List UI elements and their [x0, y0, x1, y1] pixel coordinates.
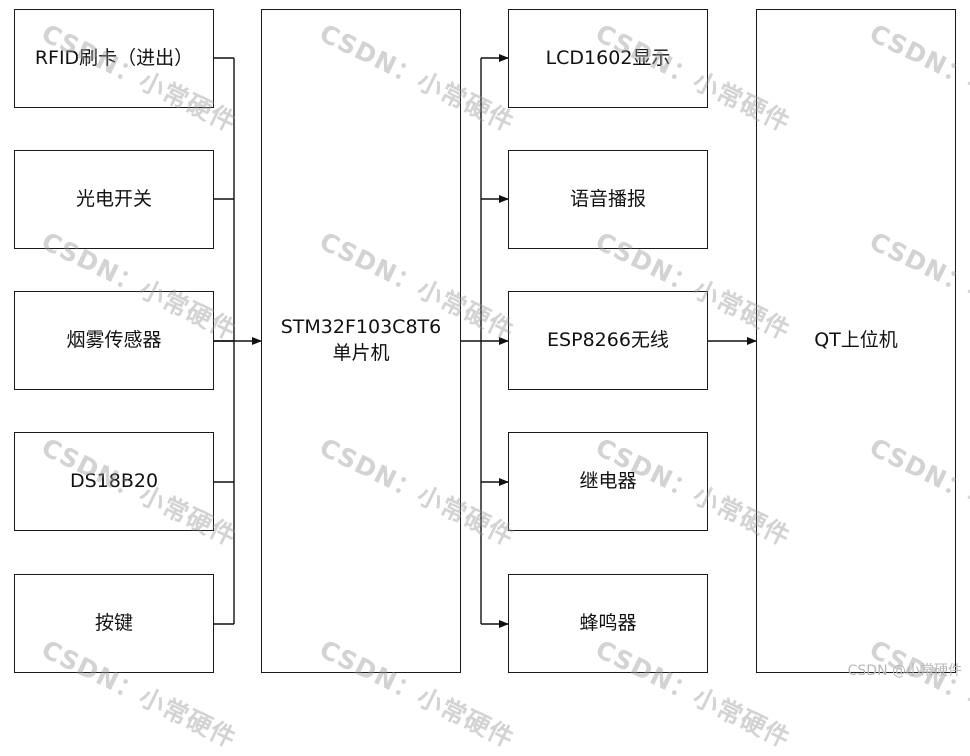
output-block-label: 语音播报 — [569, 187, 646, 210]
input-block-label: 烟雾传感器 — [66, 328, 162, 351]
host-block-label: QT上位机 — [814, 329, 898, 352]
input-block-smoke-sensor: 烟雾传感器 — [14, 291, 214, 390]
input-block-photoelectric-switch: 光电开关 — [14, 150, 214, 249]
output-block-buzzer: 蜂鸣器 — [508, 574, 708, 673]
mcu-model-label: STM32F103C8T6 — [280, 316, 442, 339]
output-block-label: 继电器 — [579, 469, 637, 492]
footer-credit: CSDN @小常硬件 — [847, 663, 962, 679]
output-block-label: LCD1602显示 — [545, 46, 671, 69]
input-block-label: 光电开关 — [75, 187, 152, 210]
input-block-label: 按键 — [94, 611, 133, 634]
output-block-voice: 语音播报 — [508, 150, 708, 249]
block-diagram: RFID刷卡（进出） 光电开关 烟雾传感器 DS18B20 按键 STM32F1… — [14, 9, 970, 754]
connector-lines — [214, 54, 757, 628]
output-block-relay: 继电器 — [508, 432, 708, 531]
mcu-block: STM32F103C8T6 单片机 — [261, 9, 461, 673]
input-block-label: DS18B20 — [69, 469, 159, 492]
output-block-label: ESP8266无线 — [547, 328, 669, 351]
mcu-type-label: 单片机 — [332, 342, 390, 364]
input-block-ds18b20: DS18B20 — [14, 432, 214, 531]
output-block-esp8266: ESP8266无线 — [508, 291, 708, 390]
input-block-label: RFID刷卡（进出） — [34, 46, 194, 69]
output-block-label: 蜂鸣器 — [579, 611, 637, 634]
input-block-keys: 按键 — [14, 574, 214, 673]
output-block-lcd1602: LCD1602显示 — [508, 9, 708, 108]
host-block: QT上位机 — [756, 9, 956, 673]
input-block-rfid: RFID刷卡（进出） — [14, 9, 214, 108]
